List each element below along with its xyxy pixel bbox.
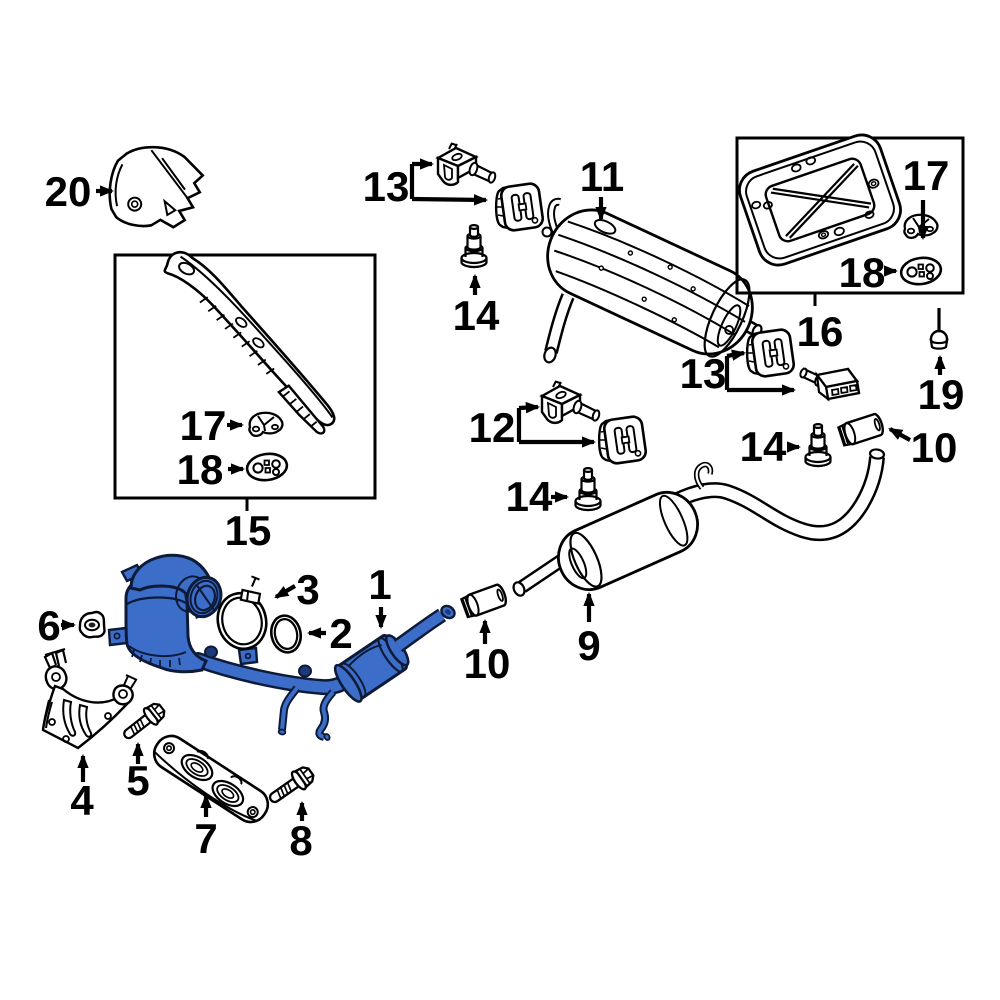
part-17-clip-nut-box16 [903, 213, 939, 240]
part-2-gasket-ring [270, 614, 302, 654]
callout-18-box16-label: 18 [839, 249, 886, 296]
part-3-clamp [216, 575, 268, 651]
part-9-center-muffler [512, 448, 886, 597]
callout-13-top-label: 13 [363, 163, 410, 210]
callout-13-top-arrow-b [411, 194, 489, 206]
callout-4-label: 4 [70, 777, 94, 824]
part-6-nut [78, 610, 106, 639]
callout-13-rear-label: 13 [680, 350, 727, 397]
part-15-heat-shield [163, 250, 336, 435]
callout-20-label: 20 [45, 168, 92, 215]
part-12-rubber-mount [597, 414, 649, 466]
callout-17-box15-label: 17 [180, 402, 227, 449]
callout-14-right-label: 14 [740, 423, 787, 470]
callout-13-rear-arrow-a [726, 349, 747, 361]
callout-14-top-label: 14 [453, 292, 500, 339]
callout-3-label: 3 [296, 566, 319, 613]
callout-6-label: 6 [37, 602, 60, 649]
part-14-bolt-top [460, 224, 488, 269]
part-5-bolt [117, 698, 170, 746]
callout-2-label: 2 [329, 610, 352, 657]
part-13-hanger-bracket-rear [797, 366, 861, 401]
part-17-clip-nut-box15 [248, 411, 284, 438]
callout-9-label: 9 [577, 622, 600, 669]
callout-18-box15-label: 18 [177, 446, 224, 493]
part-10-clamp-right [836, 411, 887, 449]
callout-10-right-arrow [888, 427, 912, 442]
part-7-support-plate [152, 734, 270, 824]
callout-14-center-label: 14 [506, 473, 553, 520]
part-16-cover-plate [738, 133, 902, 267]
callout-3-arrow [274, 584, 297, 599]
part-13-rubber-mount-rear [745, 327, 797, 379]
callout-17-box16-label: 17 [903, 152, 950, 199]
group-box-15 [113, 253, 377, 511]
part-20-heat-shield [108, 145, 205, 229]
part-13-rubber-mount-top [494, 181, 546, 233]
part-12-hanger-bracket [540, 379, 602, 425]
callout-8-label: 8 [289, 817, 312, 864]
part-8-bolt [263, 762, 319, 810]
callout-16-label: 16 [797, 308, 844, 355]
part-11-rear-muffler [541, 197, 763, 364]
callout-1-label: 1 [368, 561, 391, 608]
part-18-gasket-box15 [244, 450, 290, 484]
part-10-clamp-center [459, 582, 510, 620]
callout-11-label: 11 [580, 153, 624, 200]
part-18-gasket-box16 [898, 254, 944, 288]
callout-10-right-label: 10 [911, 424, 958, 471]
callout-19-label: 19 [918, 371, 965, 418]
part-13-hanger-bracket-top [436, 141, 498, 187]
part-14-bolt-center [574, 467, 602, 512]
callout-7-label: 7 [194, 815, 217, 862]
callout-12-arrow-a [518, 401, 541, 414]
part-14-bolt-right [804, 423, 832, 468]
callout-10-center-label: 10 [464, 640, 511, 687]
part-19-bolt [929, 308, 949, 350]
callout-12-label: 12 [469, 404, 516, 451]
callout-5-label: 5 [126, 757, 149, 804]
callout-15-label: 15 [225, 507, 272, 554]
part-1-downpipe-catalytic-converter [107, 553, 456, 741]
part-4-bracket [41, 648, 138, 750]
callout-arrows [61, 158, 946, 821]
